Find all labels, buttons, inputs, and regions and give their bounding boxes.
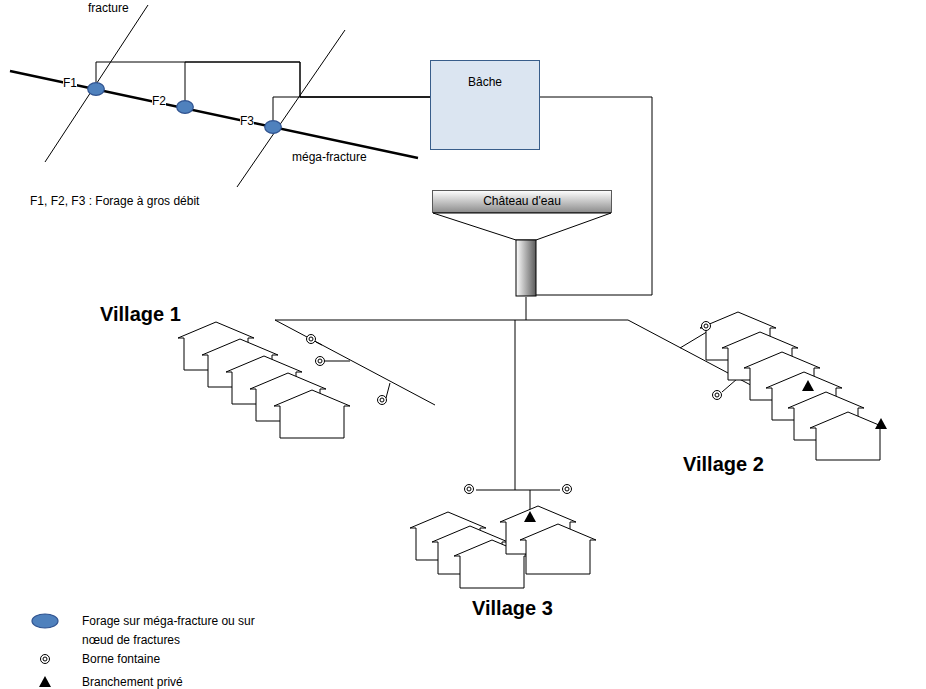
village-label: Village 2 [683, 452, 764, 476]
tank-box: Bâche [430, 60, 540, 150]
house [520, 524, 596, 574]
village-label: Village 1 [100, 302, 181, 326]
borehole-outline [176, 100, 194, 114]
branchement-prive-symbol [524, 511, 536, 522]
water-tower: Château d'eau [432, 190, 612, 297]
pipe-connector [185, 62, 430, 100]
borehole-label: F1 [63, 76, 77, 90]
borne-fontaine-symbol [702, 322, 711, 331]
borehole-circle: F1 [87, 82, 105, 96]
legend-swatch [32, 614, 58, 628]
borne-fontaine-symbol [378, 396, 387, 405]
note-label: F1, F2, F3 : Forage à gros débit [30, 194, 199, 208]
borne-fontaine-symbol [713, 391, 722, 400]
borne-fontaine-symbol [307, 335, 316, 344]
mega-fracture-label: méga-fracture [292, 150, 367, 164]
legend-text: Branchement privé [82, 675, 183, 689]
legend-text: Borne fontaine [82, 652, 160, 666]
borne-fontaine-symbol [563, 485, 572, 494]
symbols [39, 322, 887, 688]
borehole-outline [264, 120, 282, 134]
borehole-circle: F3 [264, 120, 282, 134]
borehole-label: F3 [240, 114, 254, 128]
water-tower-label: Château d'eau [432, 194, 612, 208]
houses [178, 312, 886, 588]
borne-fontaine-symbol [41, 655, 50, 664]
house [274, 390, 350, 438]
legend-text: Forage sur méga-fracture ou sur nœud de … [82, 612, 272, 649]
branchement-prive-symbol [875, 418, 887, 429]
borehole-label: F2 [152, 94, 166, 108]
pipe-connector [273, 97, 430, 120]
fracture-label: fracture [88, 1, 129, 15]
pipe-connector [96, 62, 430, 97]
branchement-prive-symbol [802, 380, 814, 391]
borne-fontaine-symbol [316, 357, 325, 366]
tank-label: Bâche [431, 75, 539, 89]
borehole-outline [87, 82, 105, 96]
fracture-line [45, 5, 148, 162]
branchement-prive-symbol [39, 676, 51, 687]
borehole-circle: F2 [176, 100, 194, 114]
house [810, 412, 886, 460]
distribution-network [275, 297, 880, 512]
village-label: Village 3 [472, 596, 553, 620]
borne-fontaine-symbol [465, 485, 474, 494]
mega-fracture-line [10, 71, 418, 158]
